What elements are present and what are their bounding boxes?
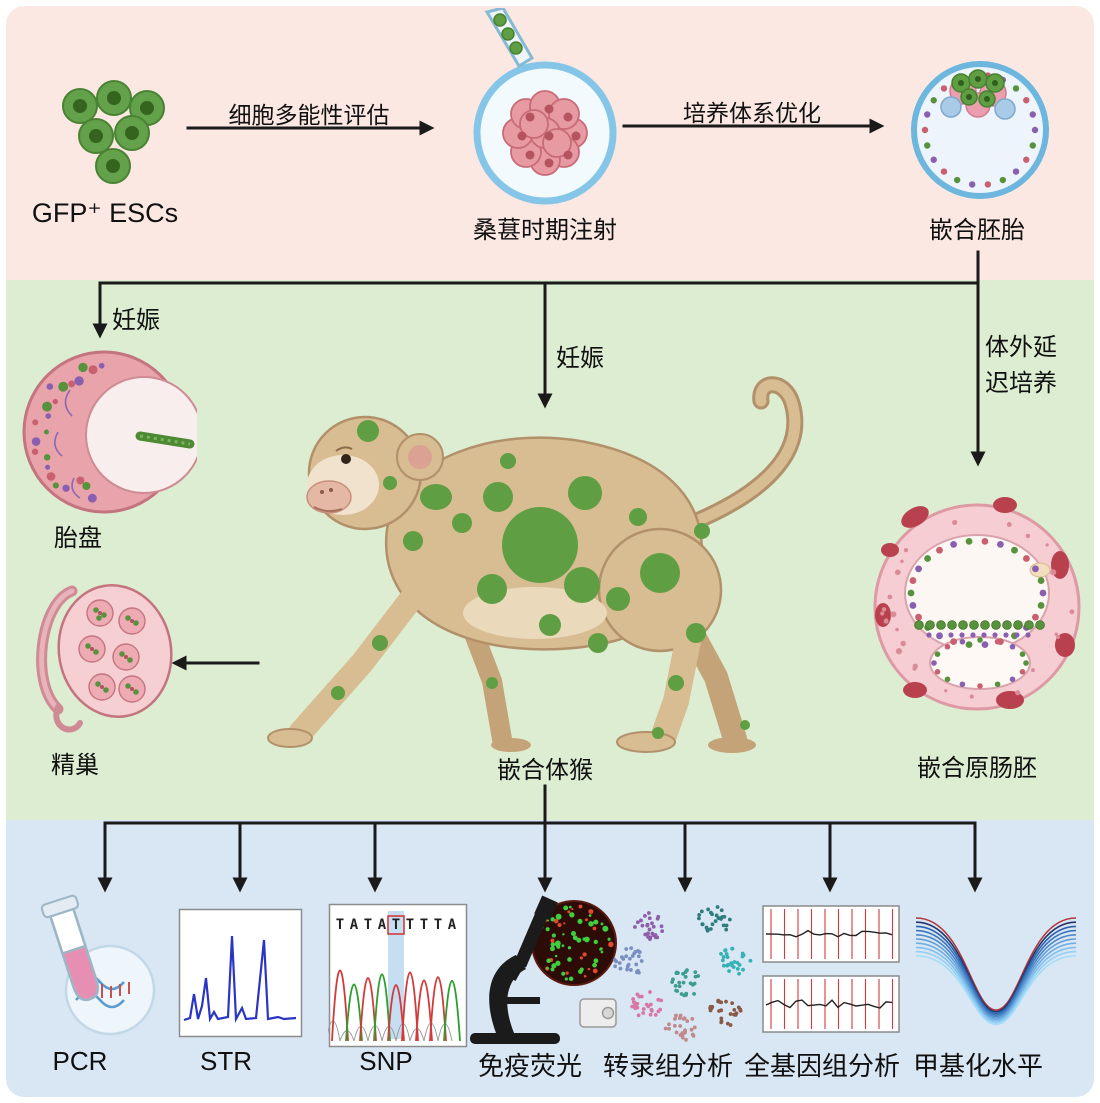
svg-text:T: T <box>336 917 344 933</box>
tsne-clusters-icon <box>612 905 753 1042</box>
methylation-lines <box>915 917 1077 1026</box>
chimeric-gastrula-illustration <box>855 465 1100 755</box>
morula-label: 桑葚时期注射 <box>473 217 617 244</box>
chimeric-monkey <box>267 376 804 753</box>
fluorescence-microscope-icon <box>470 895 617 1044</box>
pcr-tube-icon <box>40 894 156 1036</box>
chimeric-monkey-illustration <box>240 345 850 795</box>
pluripotency-arrow-label: 细胞多能性评估 <box>228 102 390 128</box>
svg-text:A: A <box>448 917 457 933</box>
pcr-illustration <box>18 890 168 1045</box>
chimeric-blastocyst <box>911 61 1049 199</box>
morula-injection-illustration <box>440 6 650 228</box>
villi-dots <box>31 362 105 503</box>
svg-text:T: T <box>434 917 442 933</box>
esc-label: GFP⁺ ESCs <box>31 198 179 228</box>
monkey-eye <box>341 454 351 464</box>
gastrula-label: 嵌合原肠胚 <box>917 755 1037 782</box>
svg-text:T: T <box>406 917 414 933</box>
gastrula-cell-dots <box>880 519 1075 699</box>
gfp-chimeric-patches <box>331 420 750 739</box>
str-electropherogram-icon <box>178 908 303 1038</box>
transcriptome-label: 转录组分析 <box>602 1051 734 1081</box>
if-illustration <box>462 895 622 1055</box>
snp-label: SNP <box>359 1046 413 1076</box>
genome-tracks-icon <box>762 905 900 1033</box>
if-label: 免疫荧光 <box>477 1051 583 1081</box>
methylation-illustration <box>912 902 1082 1052</box>
testis-label: 精巢 <box>51 752 99 779</box>
testis-illustration <box>20 565 180 745</box>
testis <box>36 584 173 733</box>
svg-text:T: T <box>392 917 400 933</box>
monkey-muzzle <box>306 480 352 514</box>
invitro-culture-label: 体外延迟培养 <box>985 334 1057 397</box>
morula-injection <box>473 6 617 205</box>
monkey-label: 嵌合体猴 <box>497 757 593 784</box>
methylation-curves-icon <box>915 917 1077 1026</box>
culture-arrow-label: 培养体系优化 <box>683 100 821 126</box>
monkey-front-arm <box>288 565 440 745</box>
svg-text:T: T <box>364 917 372 933</box>
pregnancy-center-label: 妊娠 <box>556 345 604 372</box>
svg-text:A: A <box>350 917 359 933</box>
placenta <box>22 350 203 514</box>
pcr-label: PCR <box>52 1046 108 1076</box>
svg-text:A: A <box>378 917 387 933</box>
genome-label: 全基因组分析 <box>743 1051 901 1081</box>
pregnancy-left-label: 妊娠 <box>112 307 160 334</box>
tsne-dots <box>612 905 753 1042</box>
gfp-esc-cells <box>62 80 165 184</box>
test-tube <box>40 894 100 1002</box>
genome-illustration <box>762 905 902 1045</box>
blastocyst-label: 嵌合胚胎 <box>929 217 1025 244</box>
methylation-label: 甲基化水平 <box>912 1051 1044 1081</box>
placenta-label: 胎盘 <box>54 525 102 552</box>
testis-duct <box>53 704 83 733</box>
transcriptome-illustration <box>612 900 762 1055</box>
chimeric-gastrula <box>873 497 1081 711</box>
gfp-esc-cells-illustration <box>50 78 175 198</box>
svg-text:T: T <box>420 917 428 933</box>
str-illustration <box>178 908 303 1043</box>
chimeric-blastocyst-illustration <box>905 55 1055 210</box>
str-label: STR <box>200 1046 252 1076</box>
placenta-illustration <box>22 340 203 530</box>
